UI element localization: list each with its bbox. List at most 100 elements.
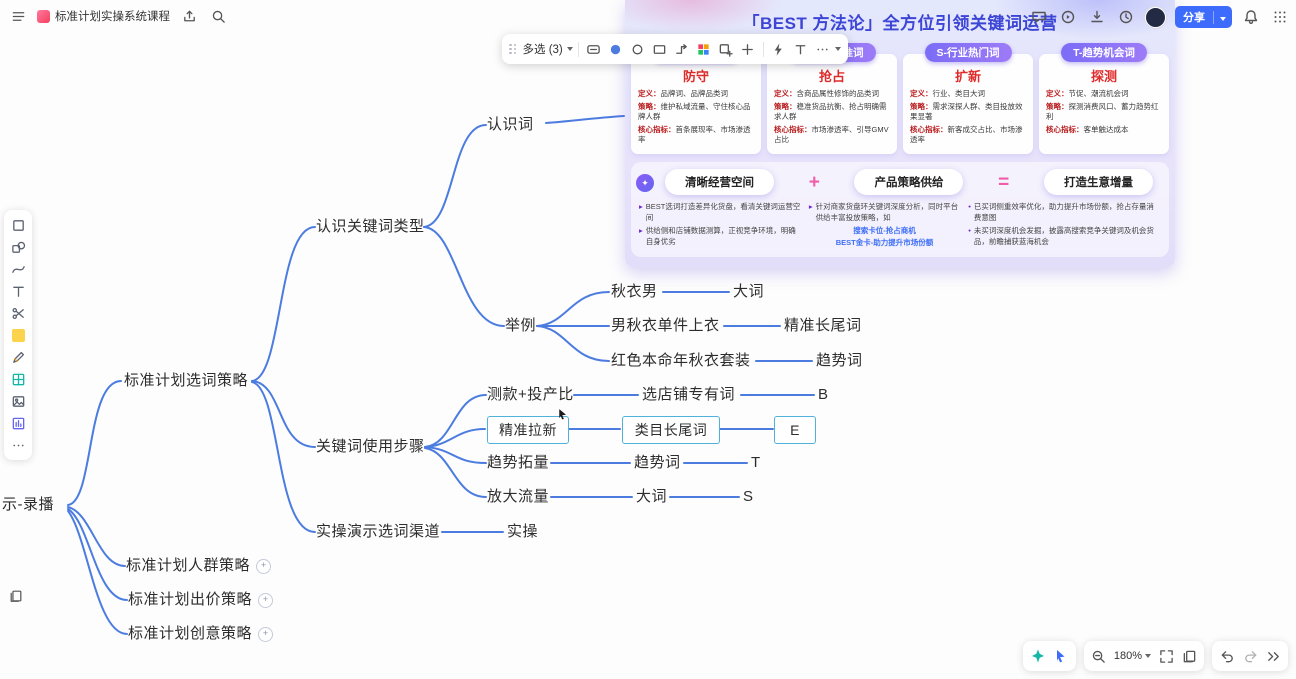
mindmap-node[interactable]: 举例 <box>505 317 537 334</box>
mindmap-node[interactable]: 趋势词 <box>634 454 681 471</box>
download-icon[interactable] <box>1087 7 1107 27</box>
pages-panel-icon[interactable] <box>1179 646 1199 666</box>
text-tool-icon[interactable] <box>8 281 28 301</box>
node-badge[interactable]: + <box>258 627 273 642</box>
drag-handle-icon[interactable] <box>509 43 517 55</box>
mindmap-node-selected[interactable]: 精准拉新 <box>487 416 569 444</box>
mindmap-node[interactable]: 秋衣男 <box>611 283 658 300</box>
zoom-level-button[interactable]: 180% <box>1112 650 1153 662</box>
mindmap-node[interactable]: 标准计划人群策略 <box>126 557 251 574</box>
image-icon[interactable] <box>8 391 28 411</box>
mindmap-node[interactable]: 红色本命年秋衣套装 <box>611 352 751 369</box>
slide-notes: ▸BEST选词打造差异化货盘，看清关键词运营空间 ▸供给侧和店铺数据测算，正视竞… <box>639 202 801 246</box>
zoom-level: 180% <box>1113 650 1142 662</box>
add-icon[interactable] <box>738 39 758 59</box>
avatar[interactable] <box>1145 6 1166 28</box>
share-button[interactable]: 分享 <box>1175 6 1232 28</box>
share-options-chevron[interactable] <box>1214 8 1232 26</box>
pages-icon[interactable] <box>6 586 26 606</box>
node-badge[interactable]: + <box>256 559 271 574</box>
slide-notes: •已买词侧重效率优化，助力提升市场份额，抢占存量消费意图 •未买词深度机会发掘，… <box>968 202 1154 246</box>
chevron-down-icon[interactable] <box>566 47 573 51</box>
plus-symbol: + <box>808 171 820 193</box>
divider <box>762 41 764 57</box>
marker-icon[interactable] <box>8 347 28 367</box>
node-badge[interactable]: + <box>258 593 273 608</box>
frame-add-icon[interactable] <box>716 39 736 59</box>
mindmap-root-node[interactable]: 示-录播 <box>2 496 54 513</box>
table-icon[interactable] <box>8 369 28 389</box>
mindmap-node[interactable]: 趋势词 <box>816 352 863 369</box>
mindmap-node[interactable]: 大词 <box>733 283 765 300</box>
rectangle-icon[interactable] <box>650 39 670 59</box>
scissors-icon[interactable] <box>8 303 28 323</box>
magic-icon[interactable] <box>769 39 789 59</box>
chart-board-icon[interactable] <box>8 413 28 433</box>
fit-screen-icon[interactable] <box>1156 646 1176 666</box>
comment-icon[interactable] <box>1029 7 1049 27</box>
fill-color-icon[interactable] <box>606 39 626 59</box>
mindmap-node[interactable]: 精准长尾词 <box>784 317 862 334</box>
cursor-tool-icon[interactable] <box>1051 646 1071 666</box>
history-icon[interactable] <box>1116 7 1136 27</box>
slide-column: T-趋势机会词 探测 定义：节促、潮流机会词 策略：探测消费风口、蓄力趋势红利 … <box>1039 43 1169 154</box>
mindmap-node-selected[interactable]: 类目长尾词 <box>622 416 720 444</box>
mindmap-node[interactable]: T <box>751 454 761 471</box>
column-header: S-行业热门词 <box>924 43 1012 62</box>
mindmap-node[interactable]: 选店铺专有词 <box>642 386 736 403</box>
ai-assistant-icon[interactable] <box>1028 646 1048 666</box>
mindmap-node-selected[interactable]: E <box>774 416 816 444</box>
collapse-icon[interactable] <box>1263 646 1283 666</box>
column-header: T-趋势机会词 <box>1061 43 1147 62</box>
redo-icon[interactable] <box>1240 646 1260 666</box>
document-icon <box>37 9 50 23</box>
node-style-icon[interactable] <box>584 39 604 59</box>
text-format-icon[interactable] <box>791 39 811 59</box>
bullet-icon: • <box>968 202 971 211</box>
divider <box>1213 10 1214 24</box>
more-options-icon[interactable] <box>813 39 833 59</box>
frame-icon[interactable] <box>8 215 28 235</box>
zoom-out-icon[interactable] <box>1089 646 1109 666</box>
undo-icon[interactable] <box>1217 646 1237 666</box>
menu-icon[interactable] <box>8 6 28 26</box>
present-icon[interactable] <box>1058 7 1078 27</box>
mindmap-node[interactable]: 标准计划选词策略 <box>124 372 249 389</box>
document-title-button[interactable]: 标准计划实操系统课程 <box>37 8 170 24</box>
chevron-down-icon[interactable] <box>834 47 841 51</box>
mindmap-node[interactable]: 认识词 <box>487 116 534 133</box>
mindmap-node[interactable]: 大词 <box>636 488 668 505</box>
mindmap-node[interactable]: B <box>818 386 829 403</box>
chevron-down-icon <box>1145 654 1151 658</box>
border-color-icon[interactable] <box>628 39 648 59</box>
slide-column: B-品牌关键词 防守 定义：品牌词、品牌品类词 策略：维护私域流量、守住核心品牌… <box>631 43 761 154</box>
pen-curve-icon[interactable] <box>8 259 28 279</box>
bullet-icon: • <box>968 225 971 235</box>
mindmap-node[interactable]: 实操 <box>507 523 539 540</box>
export-icon[interactable] <box>179 6 199 26</box>
bell-icon[interactable] <box>1241 7 1261 27</box>
multi-select-dropdown[interactable]: 多选 (3) <box>522 44 563 56</box>
mindmap-node[interactable]: 男秋衣单件上衣 <box>611 317 720 334</box>
sticky-note-icon[interactable] <box>8 325 28 345</box>
more-tools-icon[interactable] <box>8 435 28 455</box>
mindmap-node[interactable]: 认识关键词类型 <box>316 218 425 235</box>
slide-pill: 打造生意增量 <box>1043 169 1153 195</box>
embedded-slide-image[interactable]: 「BEST 方法论」全方位引领关键词运营 B-品牌关键词 防守 定义：品牌词、品… <box>625 0 1175 268</box>
column-action: 扩新 <box>954 69 981 84</box>
mindmap-node[interactable]: 放大流量 <box>487 488 550 505</box>
mindmap-node[interactable]: S <box>743 488 754 505</box>
mindmap-node[interactable]: 趋势拓量 <box>487 454 550 471</box>
color-palette-icon[interactable] <box>694 39 714 59</box>
mindmap-node[interactable]: 实操演示选词渠道 <box>316 523 441 540</box>
search-icon[interactable] <box>208 6 228 26</box>
mindmap-node[interactable]: 关键词使用步骤 <box>316 438 425 455</box>
mindmap-node[interactable]: 测款+投产比 <box>487 386 574 403</box>
mindmap-node[interactable]: 标准计划出价策略 <box>128 591 253 608</box>
mindmap-node[interactable]: 标准计划创意策略 <box>128 625 253 642</box>
shapes-icon[interactable] <box>8 237 28 257</box>
connector-icon[interactable] <box>672 39 692 59</box>
apps-grid-icon[interactable] <box>1270 7 1290 27</box>
equals-symbol: = <box>998 171 1010 193</box>
